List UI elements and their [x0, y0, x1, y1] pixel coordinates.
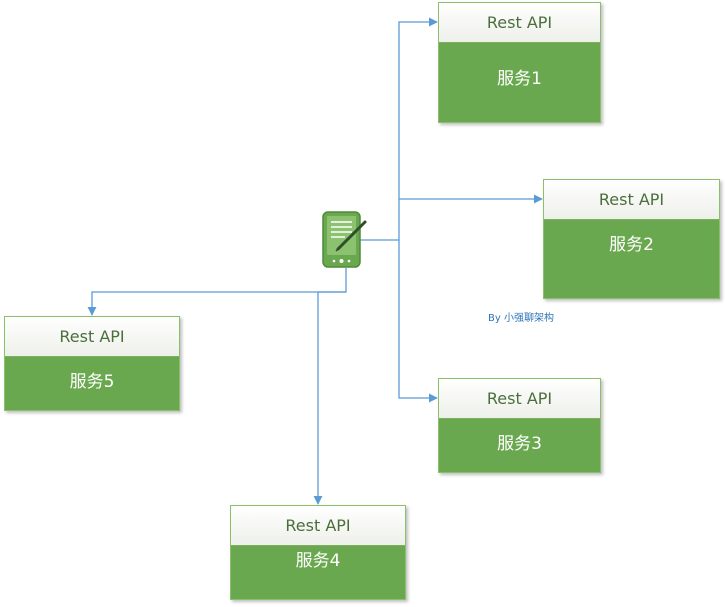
service-name: 服务3 [497, 434, 542, 454]
service-box-1: Rest API 服务1 [438, 2, 601, 123]
rest-api-label: Rest API [231, 506, 405, 546]
connector-service1 [360, 17, 438, 241]
service-name: 服务2 [609, 235, 654, 255]
connector-service4 [313, 268, 347, 505]
service-box-3: Rest API 服务3 [438, 378, 601, 473]
rest-api-label: Rest API [544, 180, 719, 220]
service-name: 服务1 [497, 69, 542, 89]
rest-api-label: Rest API [5, 317, 179, 357]
service-box-5: Rest API 服务5 [4, 316, 180, 411]
client-device [321, 210, 373, 270]
connector-service5 [87, 291, 346, 316]
rest-api-label: Rest API [439, 379, 600, 419]
tablet-pen-icon [322, 211, 367, 268]
connector-service3 [398, 240, 438, 403]
service-name: 服务4 [295, 551, 341, 571]
service-name: 服务5 [69, 372, 115, 392]
service-box-2: Rest API 服务2 [543, 179, 720, 299]
credit-text: By 小强聊架构 [488, 313, 554, 324]
service-box-4: Rest API 服务4 [230, 505, 406, 600]
rest-api-label: Rest API [439, 3, 600, 43]
